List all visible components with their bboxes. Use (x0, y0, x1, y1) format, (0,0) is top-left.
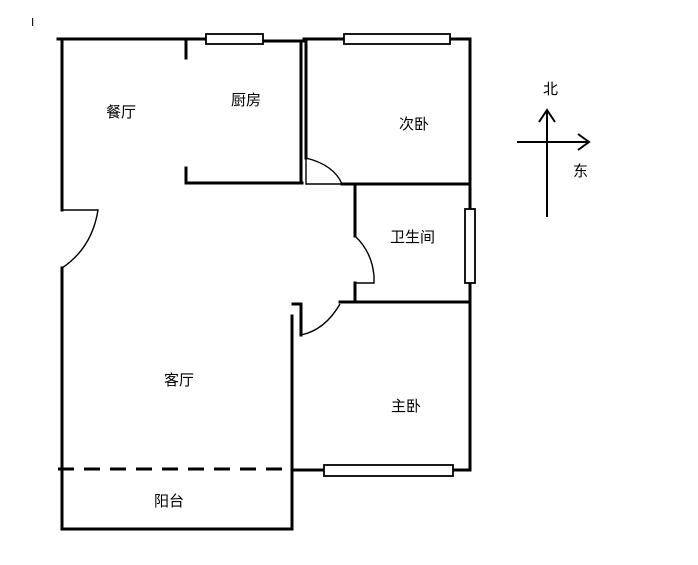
compass-north-label: 北 (543, 80, 559, 98)
window-kitchen (205, 33, 264, 45)
door-second-bedroom (305, 157, 344, 185)
door-bathroom (354, 235, 375, 284)
door-entrance (61, 209, 99, 269)
compass-east-label: 东 (573, 162, 589, 180)
room-label-living: 客厅 (164, 371, 195, 389)
wall-master-left (291, 302, 303, 337)
room-label-kitchen: 厨房 (231, 91, 262, 109)
compass-north-arrow (538, 108, 556, 123)
window-bathroom (464, 208, 476, 284)
room-label-second-bedroom: 次卧 (399, 115, 430, 133)
corner-mark: I (31, 16, 35, 29)
room-label-bathroom: 卫生间 (390, 228, 436, 246)
door-master-bedroom (300, 303, 341, 336)
room-label-master-bedroom: 主卧 (391, 397, 422, 415)
room-label-balcony: 阳台 (154, 492, 185, 510)
compass-east-arrow (577, 133, 591, 151)
window-second-bedroom (343, 33, 451, 45)
window-master-bedroom (323, 464, 454, 477)
room-label-dining: 餐厅 (106, 103, 137, 121)
